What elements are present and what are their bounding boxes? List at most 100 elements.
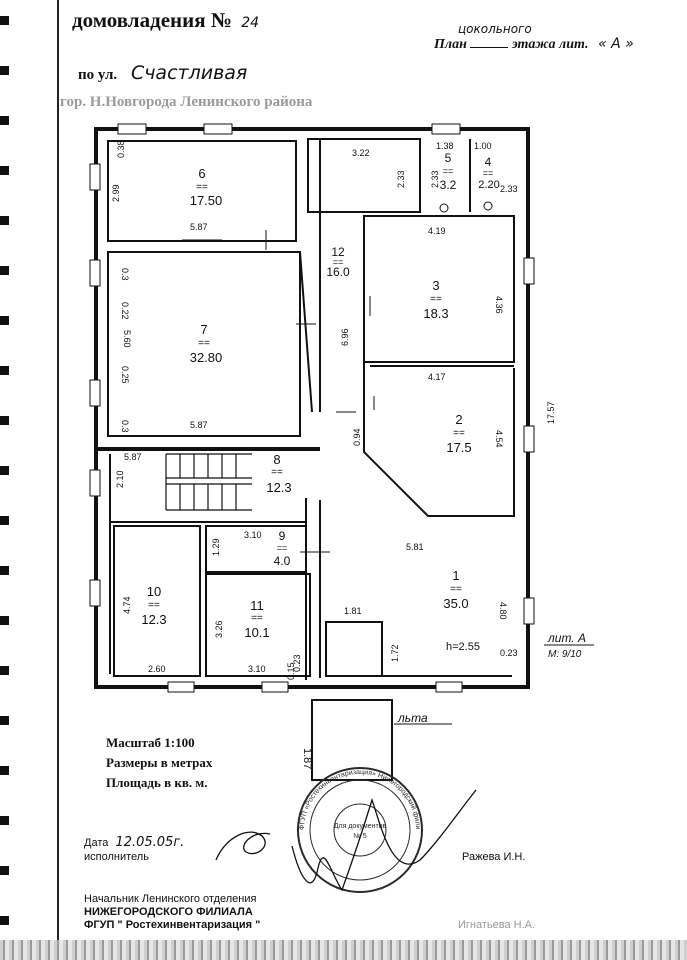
room-3-number: 3	[432, 278, 439, 293]
dim-label: 3.22	[352, 148, 370, 158]
dim-label: 1.38	[436, 141, 454, 151]
dim-label: 0.23	[292, 654, 302, 672]
dim-label: 1.87	[301, 748, 313, 769]
dim-label: 2.33	[430, 170, 440, 188]
dim-label: 3.10	[244, 530, 262, 540]
room-5-number: 5	[445, 151, 452, 165]
svg-text:==: ==	[453, 428, 465, 439]
street-name: Счастливая	[130, 62, 248, 84]
room-7-number: 7	[200, 322, 207, 337]
dim-label: 1.29	[211, 538, 221, 556]
executor-signature	[215, 831, 271, 861]
dim-label: 4.19	[428, 226, 446, 236]
chief-title: Начальник Ленинского отделения	[84, 893, 257, 905]
room-11-area: 10.1	[244, 625, 269, 640]
dim-label: 5.87	[124, 452, 142, 462]
dim-label: 0.38	[116, 140, 126, 158]
svg-text:==: ==	[148, 600, 160, 611]
dim-label: 2.60	[148, 664, 166, 674]
room-2-number: 2	[455, 412, 462, 427]
dimension-labels: 0.38 2.99 5.87 3.22 1.38 1.00 2.33 2.33 …	[111, 140, 556, 769]
room-10-number: 10	[147, 584, 161, 599]
header-title: домовладения № 24	[72, 8, 259, 33]
svg-text:==: ==	[251, 613, 263, 624]
signer-name: Игнатьева Н.А.	[458, 919, 536, 931]
street-prefix: по ул.	[78, 67, 118, 83]
dim-label: 0.3	[120, 268, 130, 281]
date-line: Дата 12.05.05г.	[84, 835, 184, 850]
room-10-area: 12.3	[141, 612, 166, 627]
dim-label: 5.87	[190, 222, 208, 232]
legend-scale: Масштаб 1:100	[106, 735, 195, 750]
date-label: Дата	[84, 837, 109, 849]
svg-text:==: ==	[271, 467, 283, 478]
room-1-number: 1	[452, 568, 459, 583]
stamp-label: Для документов	[334, 823, 387, 830]
dim-label: 5.81	[406, 542, 424, 552]
executor-name: Ражева И.Н.	[462, 851, 526, 863]
branch-name: НИЖЕГОРОДСКОГО ФИЛИАЛА	[84, 906, 253, 918]
dim-label: 1.00	[474, 141, 492, 151]
dim-label: 0.23	[500, 648, 518, 658]
dim-label: 1.72	[390, 644, 400, 662]
ceiling-height: h=2.55	[446, 641, 480, 653]
windows	[89, 123, 535, 693]
partitions	[107, 138, 515, 781]
floor-handwritten: цокольного	[458, 22, 532, 36]
room-1-area: 35.0	[443, 596, 468, 611]
staircase	[165, 453, 252, 511]
room-4-number: 4	[485, 155, 492, 169]
annotations: лит. А М: 9/10 льта	[394, 631, 594, 725]
dim-label: 2.33	[500, 184, 518, 194]
room-6-area: 17.50	[190, 193, 223, 208]
room-4-area: 2.20	[478, 179, 499, 191]
plan-title: План этажа лит. « А »	[434, 36, 634, 53]
scan-noise-band	[0, 940, 687, 960]
date-value: 12.05.05г.	[115, 835, 185, 850]
dim-label: 4.17	[428, 372, 446, 382]
dim-label: 0.25	[120, 366, 130, 384]
svg-text:==: ==	[198, 338, 210, 349]
signature-marks	[215, 789, 477, 892]
svg-text:==: ==	[430, 294, 442, 305]
room-11-number: 11	[250, 598, 264, 613]
door-marks	[182, 201, 493, 553]
room-3-area: 18.3	[423, 306, 448, 321]
house-number: 24	[241, 15, 260, 31]
room-5-area: 3.2	[440, 178, 457, 192]
dim-label: 5.87	[190, 420, 208, 430]
dim-label: 2.10	[115, 470, 125, 488]
city-line: гор. Н.Новгорода Ленинского района	[60, 94, 313, 110]
dim-label: 4.54	[494, 430, 504, 448]
dim-label: 17.57	[546, 401, 556, 424]
svg-text:==: ==	[196, 182, 208, 193]
dim-label: 2.99	[111, 184, 121, 202]
legend-units: Размеры в метрах	[106, 755, 213, 770]
executor-label: исполнитель	[84, 851, 149, 863]
svg-text:==: ==	[333, 257, 344, 267]
binding-holes	[0, 0, 12, 960]
dim-label: 1.81	[344, 606, 362, 616]
page-margin-line	[57, 0, 59, 950]
dim-label: 4.80	[498, 602, 508, 620]
room-7-area: 32.80	[190, 350, 223, 365]
street-line: по ул. Счастливая	[78, 62, 247, 84]
svg-text:==: ==	[483, 168, 494, 178]
dim-label: 3.10	[248, 664, 266, 674]
chief-signature	[291, 789, 477, 892]
scale-handwritten: М: 9/10	[548, 649, 582, 660]
room-9-number: 9	[279, 529, 286, 543]
plan-middle: этажа лит.	[511, 37, 589, 52]
room-labels: 6 == 17.50 5 == 3.2 4 == 2.20 1 2 == 16.0…	[141, 151, 499, 640]
dim-label: 4.36	[494, 296, 504, 314]
dim-label: 5.60	[122, 330, 132, 348]
dim-label: 2.33	[396, 170, 406, 188]
svg-text:==: ==	[277, 543, 288, 553]
walls	[94, 127, 530, 689]
litera: « А »	[598, 36, 634, 52]
room-6-number: 6	[198, 166, 205, 181]
room-9-area: 4.0	[274, 554, 291, 568]
room-12-area: 16.0	[326, 265, 350, 279]
